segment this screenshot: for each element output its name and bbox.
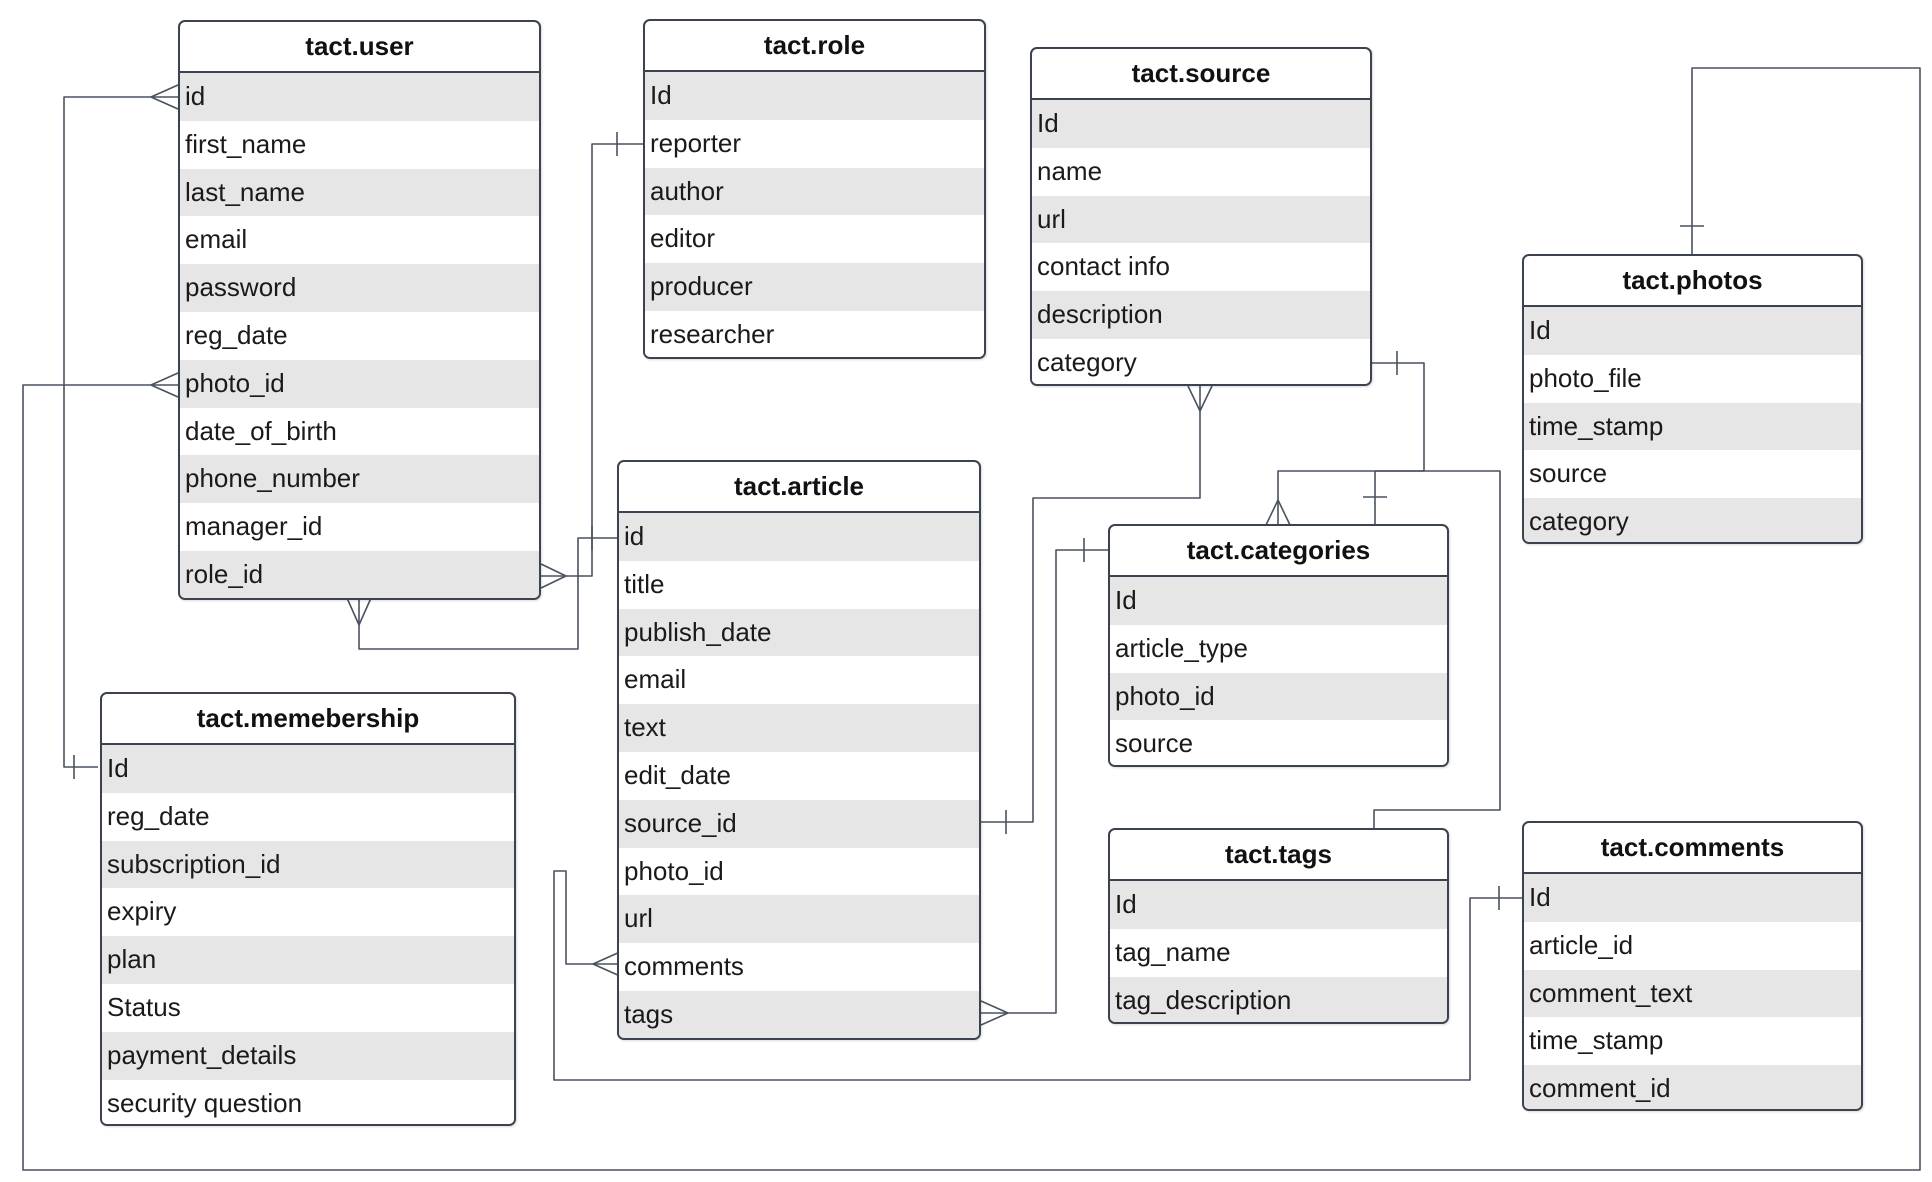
field-payment-details: payment_details bbox=[102, 1031, 514, 1080]
crowfoot-marker bbox=[1265, 499, 1291, 526]
field-article-type: article_type bbox=[1110, 624, 1447, 673]
field-description: description bbox=[1032, 291, 1370, 339]
field-photo-file: photo_file bbox=[1524, 354, 1861, 403]
field-tag-description: tag_description bbox=[1110, 976, 1447, 1022]
field-tag-name: tag_name bbox=[1110, 928, 1447, 977]
field-id: Id bbox=[645, 72, 984, 120]
field-manager-id: manager_id bbox=[180, 503, 539, 551]
field-source: source bbox=[1110, 720, 1447, 765]
field-photo-id: photo_id bbox=[180, 359, 539, 408]
field-tags: tags bbox=[619, 990, 979, 1038]
crowfoot-marker bbox=[1187, 385, 1213, 412]
crowfoot-marker bbox=[346, 597, 372, 626]
entity-title: tact.comments bbox=[1524, 823, 1861, 874]
entity-title: tact.user bbox=[180, 22, 539, 73]
field-plan: plan bbox=[102, 936, 514, 984]
field-security-question: security question bbox=[102, 1079, 514, 1124]
field-reg-date: reg_date bbox=[102, 792, 514, 841]
field-first-name: first_name bbox=[180, 120, 539, 169]
crowfoot-marker bbox=[150, 84, 179, 110]
field-comment-text: comment_text bbox=[1524, 969, 1861, 1018]
field-category: category bbox=[1524, 498, 1861, 542]
field-text: text bbox=[619, 704, 979, 752]
field-id: Id bbox=[1110, 881, 1447, 929]
field-id: Id bbox=[1524, 874, 1861, 922]
field-expiry: expiry bbox=[102, 888, 514, 937]
field-article-id: article_id bbox=[1524, 921, 1861, 970]
field-url: url bbox=[1032, 195, 1370, 244]
field-title: title bbox=[619, 560, 979, 609]
field-reporter: reporter bbox=[645, 119, 984, 168]
crowfoot-marker bbox=[980, 1000, 1009, 1026]
field-time-stamp: time_stamp bbox=[1524, 402, 1861, 451]
field-author: author bbox=[645, 167, 984, 216]
field-role-id: role_id bbox=[180, 550, 539, 598]
field-id: id bbox=[180, 73, 539, 121]
field-edit-date: edit_date bbox=[619, 751, 979, 800]
field-password: password bbox=[180, 264, 539, 312]
rel-user-id-membership bbox=[63, 96, 178, 768]
field-phone-number: phone_number bbox=[180, 455, 539, 504]
field-comments: comments bbox=[619, 943, 979, 991]
field-category: category bbox=[1032, 338, 1370, 384]
field-id: Id bbox=[102, 745, 514, 793]
entity-title: tact.source bbox=[1032, 49, 1370, 100]
field-subscription-id: subscription_id bbox=[102, 840, 514, 889]
field-name: name bbox=[1032, 147, 1370, 196]
field-id: Id bbox=[1524, 307, 1861, 355]
field-source-id: source_id bbox=[619, 799, 979, 848]
field-email: email bbox=[180, 216, 539, 265]
field-url: url bbox=[619, 895, 979, 944]
field-id: Id bbox=[1032, 100, 1370, 148]
field-comment-id: comment_id bbox=[1524, 1065, 1861, 1109]
field-researcher: researcher bbox=[645, 310, 984, 357]
entity-title: tact.tags bbox=[1110, 830, 1447, 881]
rel-source-categories bbox=[1277, 362, 1425, 525]
field-reg-date: reg_date bbox=[180, 311, 539, 360]
field-photo-id: photo_id bbox=[1110, 672, 1447, 721]
rel-article-categories bbox=[981, 549, 1110, 1014]
field-publish-date: publish_date bbox=[619, 608, 979, 657]
field-source: source bbox=[1524, 450, 1861, 499]
field-producer: producer bbox=[645, 263, 984, 311]
field-status: Status bbox=[102, 983, 514, 1032]
field-editor: editor bbox=[645, 215, 984, 264]
crowfoot-marker bbox=[540, 563, 567, 589]
field-id: Id bbox=[1110, 577, 1447, 625]
field-email: email bbox=[619, 656, 979, 705]
field-date-of-birth: date_of_birth bbox=[180, 407, 539, 456]
entity-title: tact.categories bbox=[1110, 526, 1447, 577]
field-time-stamp: time_stamp bbox=[1524, 1017, 1861, 1066]
field-id: id bbox=[619, 513, 979, 561]
entity-title: tact.photos bbox=[1524, 256, 1861, 307]
field-photo-id: photo_id bbox=[619, 847, 979, 896]
field-contact-info: contact info bbox=[1032, 243, 1370, 292]
crowfoot-marker bbox=[592, 951, 621, 977]
crowfoot-marker bbox=[150, 372, 179, 398]
entity-title: tact.role bbox=[645, 21, 984, 72]
field-last-name: last_name bbox=[180, 168, 539, 217]
entity-title: tact.memebership bbox=[102, 694, 514, 745]
entity-title: tact.article bbox=[619, 462, 979, 513]
